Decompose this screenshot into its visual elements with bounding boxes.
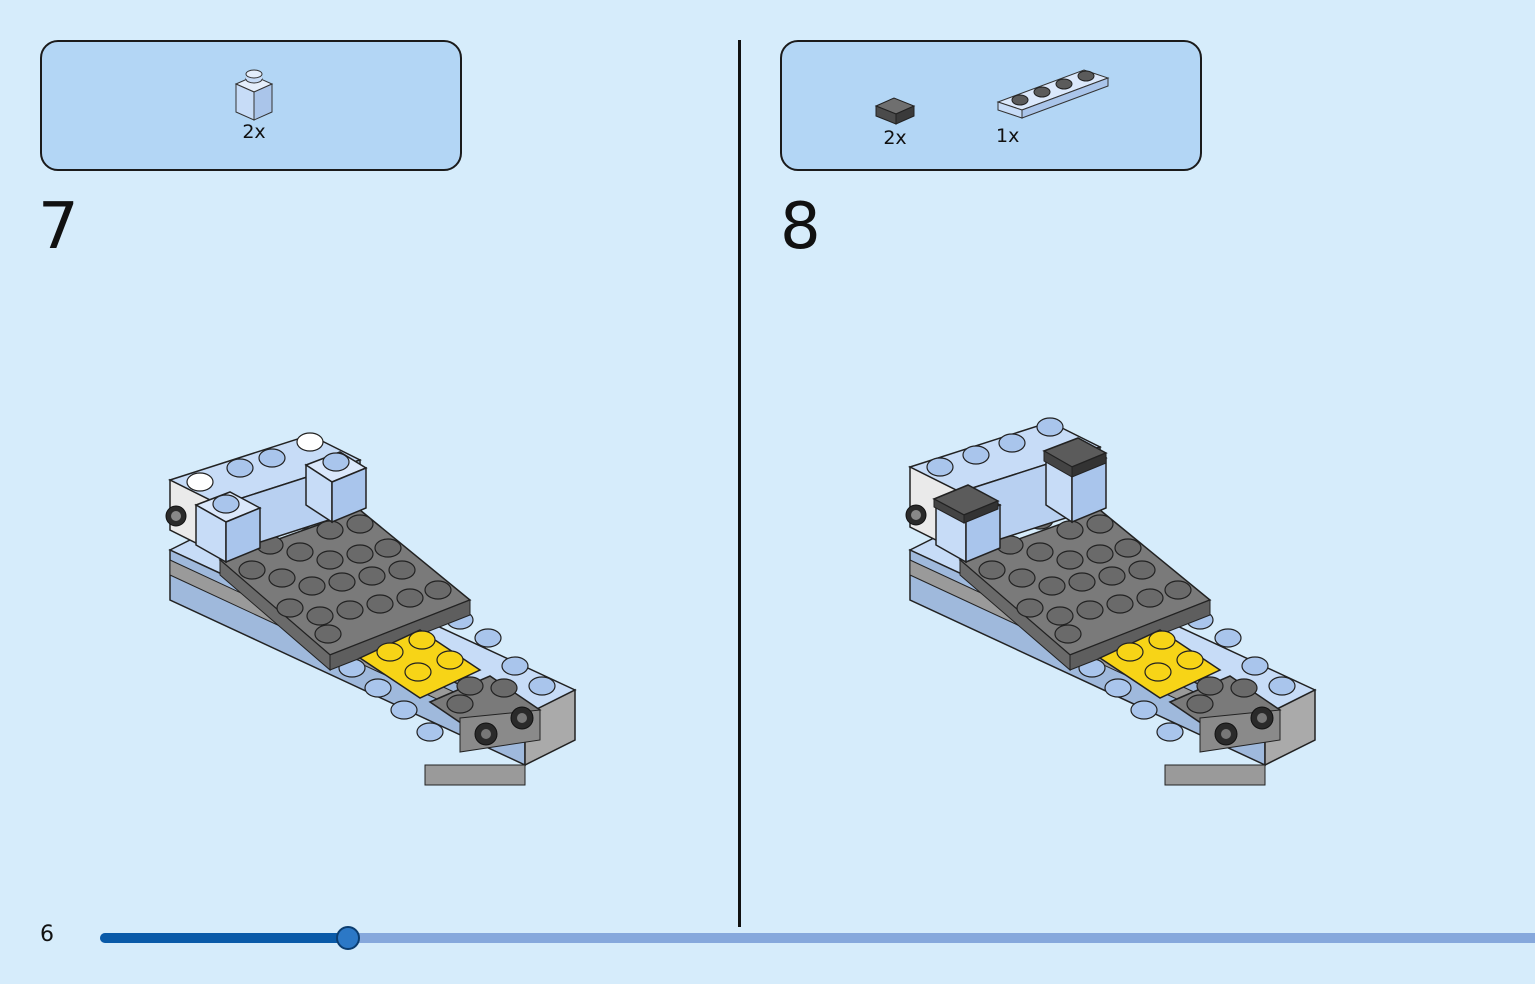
plate-1x4-light-blue-icon: [996, 69, 1110, 119]
progress-fill: [100, 933, 349, 943]
part-quantity: 2x: [883, 127, 907, 149]
part-quantity: 2x: [242, 121, 266, 143]
step-number: 7: [38, 190, 79, 264]
part-item: 2x: [872, 94, 918, 148]
step-number: 8: [780, 190, 821, 264]
progress-bar: [100, 926, 1535, 950]
build-model-step-7: [165, 432, 577, 786]
step-divider: [738, 40, 741, 927]
brick-1x1-light-blue-icon: [234, 69, 274, 121]
part-item: 1x: [994, 64, 1112, 146]
tile-1x1-dark-grey-icon: [874, 97, 916, 125]
build-model-step-8: [905, 417, 1317, 786]
part-item: 2x: [230, 68, 278, 142]
parts-callout-step-8: 2x 1x: [780, 40, 1202, 171]
parts-callout-step-7: 2x: [40, 40, 462, 171]
page-number: 6: [40, 922, 54, 947]
progress-knob[interactable]: [336, 926, 361, 950]
part-quantity: 1x: [996, 125, 1020, 147]
